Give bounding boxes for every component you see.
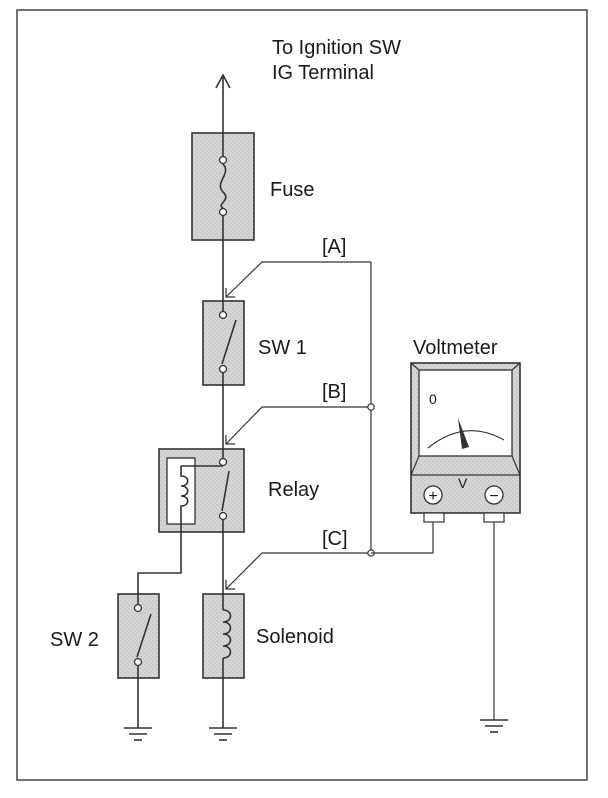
diagram-frame [16, 9, 588, 781]
ground-icon [124, 727, 152, 741]
probe-point-a [225, 261, 371, 298]
voltmeter-label: Voltmeter [413, 337, 498, 359]
solenoid [202, 593, 245, 679]
main-bus-wire [215, 73, 231, 728]
sw1-label: SW 1 [258, 337, 307, 359]
sw2-switch [117, 593, 160, 728]
probe-label-a: [A] [322, 236, 346, 258]
solenoid-label: Solenoid [256, 626, 334, 648]
meter-zero-mark: 0 [429, 391, 437, 407]
ground-icon [480, 719, 508, 733]
meter-minus-terminal: − [489, 488, 498, 505]
relay-label: Relay [268, 479, 319, 501]
sw1-switch [202, 300, 245, 386]
sw2-label: SW 2 [50, 629, 99, 651]
relay-to-sw2-wire [137, 532, 182, 594]
relay [158, 448, 245, 533]
fuse-label: Fuse [270, 179, 314, 201]
destination-label-line1: To Ignition SW [272, 37, 401, 59]
probe-label-b: [B] [322, 381, 346, 403]
meter-positive-lead [371, 522, 434, 554]
destination-label-line2: IG Terminal [272, 62, 374, 84]
voltmeter [410, 362, 521, 523]
probe-point-b [225, 403, 375, 445]
ground-icon [209, 727, 237, 741]
fuse [191, 132, 255, 241]
meter-unit-label: V [458, 475, 468, 491]
probe-point-c [225, 549, 375, 590]
probe-label-c: [C] [322, 528, 348, 550]
meter-plus-terminal: + [428, 488, 437, 505]
